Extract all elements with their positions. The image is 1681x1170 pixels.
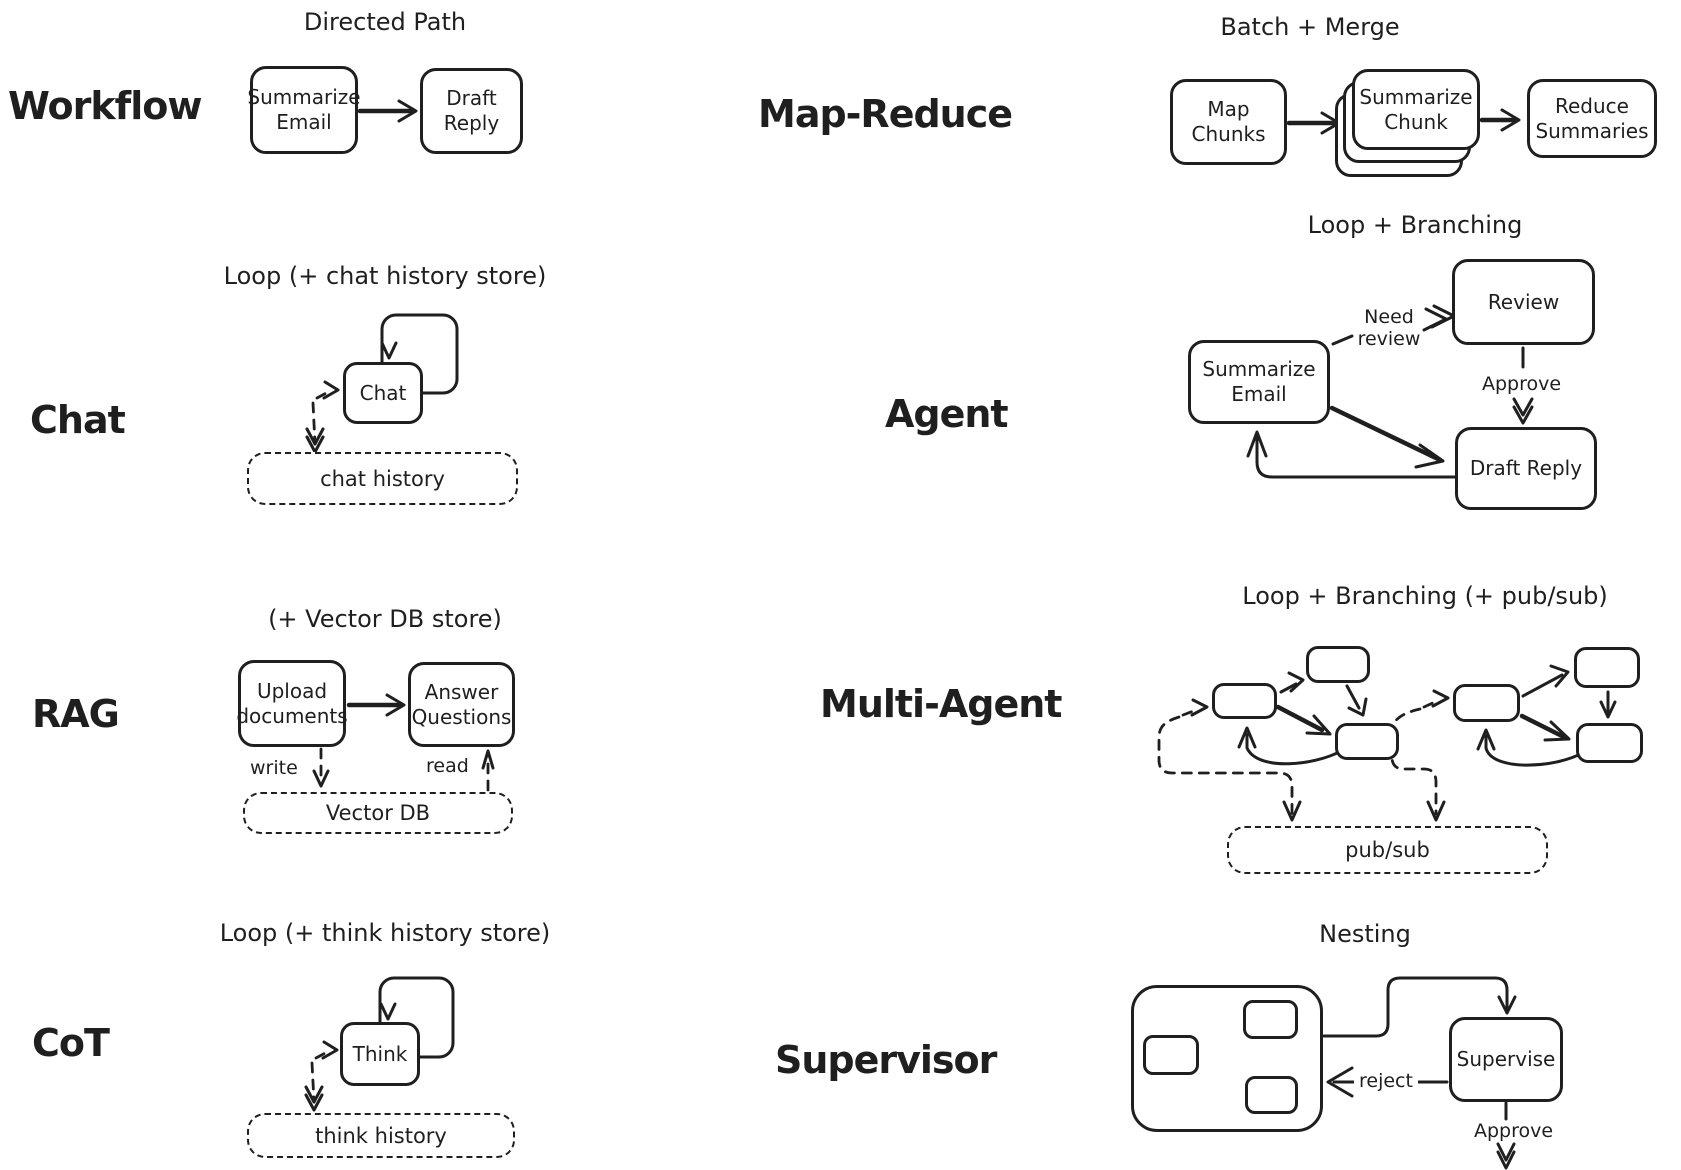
agent-need-review-label: Need review <box>1357 306 1421 350</box>
node-answer-questions: Answer Questions <box>408 662 515 747</box>
supervisor-inner-bottom-box <box>1245 1076 1298 1114</box>
agent-approve-label: Approve <box>1482 373 1562 395</box>
node-summarize-chunk: Summarize Chunk <box>1352 69 1480 150</box>
vector-db-store: Vector DB <box>243 792 513 834</box>
node-map-chunks: Map Chunks <box>1170 79 1287 165</box>
multi-agent-cluster1-arrows <box>1157 671 1368 822</box>
rag-store-arrows <box>312 747 495 792</box>
supervisor-approve-arrow <box>1496 1101 1516 1170</box>
multi-agent-title: Loop + Branching (+ pub/sub) <box>1242 582 1608 610</box>
supervisor-inner-left-box <box>1143 1035 1199 1075</box>
rag-arrow <box>346 693 406 717</box>
supervisor-reject-label: reject <box>1354 1070 1418 1092</box>
node-upload-documents: Upload documents <box>236 660 348 747</box>
cluster2-left-box <box>1453 684 1520 722</box>
cluster1-top-box <box>1306 646 1370 683</box>
node-think: Think <box>340 1022 420 1086</box>
rag-write-label: write <box>250 757 298 779</box>
cluster1-bottom-box <box>1335 723 1399 760</box>
node-review: Review <box>1452 259 1595 345</box>
cluster2-top-box <box>1574 647 1640 688</box>
chat-store-arrows <box>305 380 340 454</box>
pub-sub-store: pub/sub <box>1227 826 1548 874</box>
chat-label: Chat <box>30 398 126 442</box>
chat-title: Loop (+ chat history store) <box>223 262 547 290</box>
cot-label: CoT <box>32 1021 110 1065</box>
multi-agent-label: Multi-Agent <box>820 682 1062 726</box>
agent-draft-arrow <box>1329 405 1445 469</box>
multi-agent-cluster2-arrows <box>1390 664 1617 822</box>
supervisor-label: Supervisor <box>775 1038 997 1082</box>
rag-label: RAG <box>32 692 120 736</box>
cot-title: Loop (+ think history store) <box>219 919 551 947</box>
chat-history-store: chat history <box>247 452 518 505</box>
map-reduce-arrows <box>1286 108 1521 135</box>
node-draft-reply: Draft Reply <box>420 68 523 154</box>
agent-feedback-arrow <box>1246 430 1457 479</box>
supervisor-elbow-arrow <box>1322 976 1517 1038</box>
cot-store-arrows <box>304 1040 339 1112</box>
workflow-title: Directed Path <box>303 8 467 36</box>
workflow-label: Workflow <box>8 84 202 128</box>
supervisor-title: Nesting <box>1319 920 1411 948</box>
workflow-arrow <box>357 99 418 123</box>
node-summarize-email: Summarize Email <box>247 66 361 154</box>
cluster2-bottom-box <box>1576 723 1643 763</box>
agent-label: Agent <box>885 392 1009 436</box>
cluster1-left-box <box>1212 683 1277 719</box>
node-agent-summarize-email: Summarize Email <box>1188 340 1330 424</box>
map-reduce-title: Batch + Merge <box>1220 13 1400 41</box>
rag-title: (+ Vector DB store) <box>268 605 502 633</box>
supervisor-inner-top-box <box>1243 1000 1298 1039</box>
rag-read-label: read <box>426 755 469 777</box>
agent-approve-arrow <box>1512 346 1534 425</box>
map-reduce-label: Map-Reduce <box>758 92 1013 136</box>
node-chat: Chat <box>343 362 423 424</box>
think-history-store: think history <box>247 1113 515 1158</box>
agent-title: Loop + Branching <box>1307 211 1523 239</box>
supervisor-approve-label: Approve <box>1474 1120 1554 1142</box>
node-supervise: Supervise <box>1449 1017 1563 1102</box>
node-agent-draft-reply: Draft Reply <box>1455 427 1597 510</box>
node-reduce-summaries: Reduce Summaries <box>1527 79 1657 158</box>
